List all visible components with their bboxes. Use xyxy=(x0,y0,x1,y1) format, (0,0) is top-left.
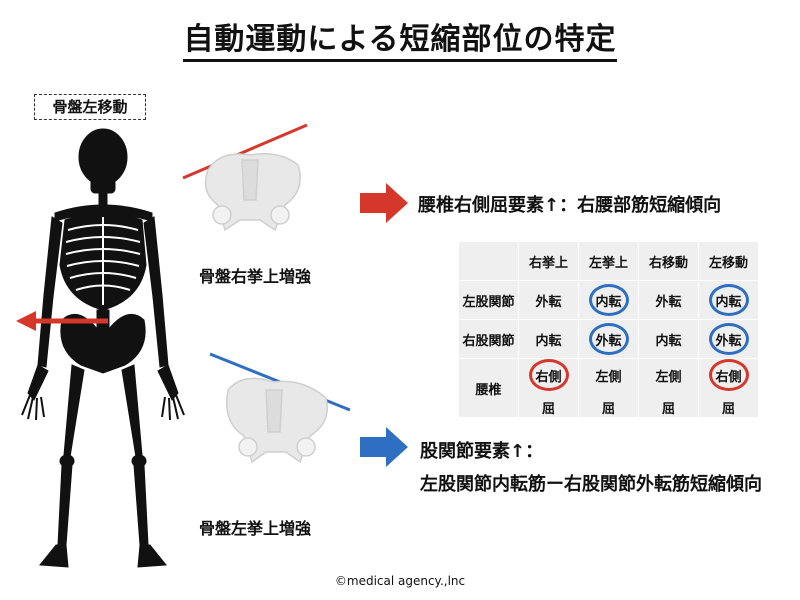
table-cell: 外転 xyxy=(518,280,579,320)
table-cell: 内転 xyxy=(638,319,699,359)
table-cell: 内転 xyxy=(518,319,579,359)
table-header-cell: 右移動 xyxy=(638,241,699,281)
table-row: 右股関節 内転 外転 内転 外転 xyxy=(458,319,759,359)
row-label: 右股関節 xyxy=(458,319,519,359)
table-cell-circled: 右側屈 xyxy=(518,358,579,418)
lower-pelvis-label: 骨盤左挙上増強 xyxy=(199,519,312,538)
skeleton-illustration xyxy=(21,128,185,568)
table-header-cell: 左挙上 xyxy=(578,241,639,281)
table-header-row: 右挙上 左挙上 右移動 左移動 xyxy=(458,241,759,281)
pelvis-shift-badge: 骨盤左移動 xyxy=(34,94,146,120)
pelvis-shift-arrow xyxy=(16,311,108,331)
upper-pelvis-label: 骨盤右挙上増強 xyxy=(199,267,312,286)
page-title: 自動運動による短縮部位の特定 xyxy=(0,14,800,62)
blue-result-arrow xyxy=(360,427,408,467)
lower-result-line2: 左股関節内転筋ー右股関節外転筋短縮傾向 xyxy=(420,474,762,495)
table-cell-circled: 内転 xyxy=(578,280,639,320)
table-header-cell: 右挙上 xyxy=(518,241,579,281)
joint-movement-table: 右挙上 左挙上 右移動 左移動 左股関節 外転 内転 外転 内転 右股関節 内転… xyxy=(458,241,759,418)
table-cell: 左側屈 xyxy=(578,358,639,418)
table-cell: 左側屈 xyxy=(638,358,699,418)
table-cell-circled: 右側屈 xyxy=(698,358,759,418)
row-label: 腰椎 xyxy=(458,358,519,418)
table-row: 左股関節 外転 内転 外転 内転 xyxy=(458,280,759,320)
table-row: 腰椎 右側屈 左側屈 左側屈 右側屈 xyxy=(458,358,759,418)
lower-pelvis-illustration xyxy=(209,352,351,464)
table-cell-circled: 内転 xyxy=(698,280,759,320)
lower-result-line1: 股関節要素↑： xyxy=(420,441,544,462)
copyright-text: ©medical agency.,lnc xyxy=(334,574,466,588)
upper-result-text: 腰椎右側屈要素↑：右腰部筋短縮傾向 xyxy=(418,195,722,216)
table-header-cell xyxy=(458,241,519,281)
table-cell: 外転 xyxy=(638,280,699,320)
table-cell-circled: 外転 xyxy=(698,319,759,359)
table-header-cell: 左移動 xyxy=(698,241,759,281)
table-cell-circled: 外転 xyxy=(578,319,639,359)
red-result-arrow xyxy=(360,183,408,223)
upper-pelvis-illustration xyxy=(182,123,308,232)
row-label: 左股関節 xyxy=(458,280,519,320)
